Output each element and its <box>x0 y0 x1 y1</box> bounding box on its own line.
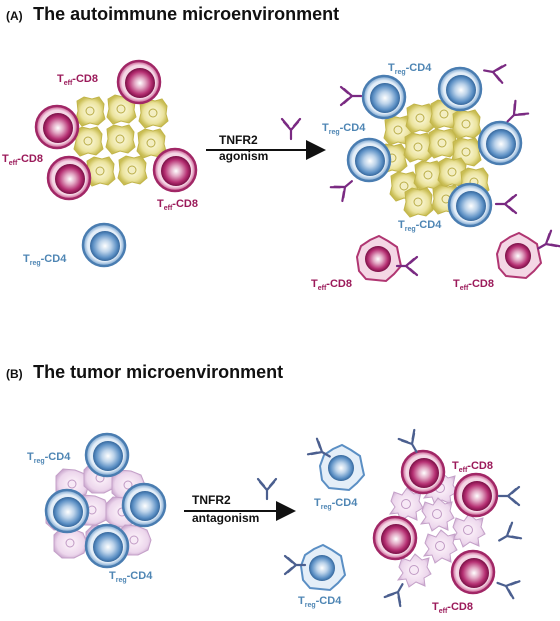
label-treg-b2: Treg-CD4 <box>109 570 153 584</box>
antibody-icon <box>280 117 302 141</box>
antibody-icon <box>493 573 521 600</box>
label-teff-b1: Teff-CD8 <box>452 460 493 474</box>
antibody-icon <box>497 485 521 507</box>
antibody-icon <box>494 193 518 215</box>
arrow-b-line1: TNFR2 <box>192 493 231 507</box>
panel-a-heading: The autoimmune microenvironment <box>33 4 340 24</box>
panel-b-title: (B) The tumor microenvironment <box>6 362 283 383</box>
antibody-icon <box>383 578 412 608</box>
label-teff-b2: Teff-CD8 <box>432 601 473 615</box>
panel-b-heading: The tumor microenvironment <box>33 362 284 382</box>
label-teff-a2: Teff-CD8 <box>2 153 43 167</box>
label-teff-a5: Teff-CD8 <box>453 278 494 292</box>
teff-cell <box>453 472 499 518</box>
label-teff-a4: Teff-CD8 <box>311 278 352 292</box>
treg-cell <box>437 66 483 112</box>
panel-b-tag: (B) <box>6 367 23 381</box>
label-treg-a2: Treg-CD4 <box>388 62 432 76</box>
antibody-icon <box>329 173 359 203</box>
label-treg-b1: Treg-CD4 <box>27 451 71 465</box>
panel-a-right-cluster <box>329 60 560 282</box>
treg-cell <box>121 482 167 528</box>
dying-treg-cell <box>319 444 365 491</box>
teff-cell <box>116 59 162 105</box>
tumor-cell <box>451 513 486 548</box>
arrow-b-line2: antagonism <box>192 511 259 525</box>
treg-cell <box>84 432 130 478</box>
treg-cell <box>361 74 407 120</box>
dying-teff-cell <box>356 235 402 282</box>
treg-cell <box>447 182 493 228</box>
teff-cell <box>46 155 92 201</box>
label-treg-b4: Treg-CD4 <box>298 595 342 609</box>
tissue-cell <box>105 124 136 155</box>
antibody-icon <box>481 60 507 84</box>
antibody-icon <box>256 477 278 501</box>
antibody-icon <box>493 521 523 550</box>
dying-teff-cell <box>496 232 542 279</box>
treg-cell <box>346 137 392 183</box>
panel-b-right-cluster <box>283 428 523 608</box>
arrow-a-line2: agonism <box>219 149 268 163</box>
tissue-cell <box>451 109 482 140</box>
label-treg-a1: Treg-CD4 <box>23 253 67 267</box>
panel-a-tag: (A) <box>6 9 23 23</box>
tissue-cell <box>117 155 148 186</box>
panel-a-title: (A) The autoimmune microenvironment <box>6 4 339 25</box>
tissue-cell <box>403 187 434 218</box>
label-treg-b3: Treg-CD4 <box>314 497 358 511</box>
label-treg-a4: Treg-CD4 <box>398 219 442 233</box>
antibody-icon <box>339 85 363 107</box>
tumor-cell <box>420 497 455 532</box>
teff-cell <box>152 147 198 193</box>
dying-treg-cell <box>300 544 346 591</box>
teff-cell <box>450 549 496 595</box>
panel-a-left-cluster <box>34 59 198 268</box>
label-teff-a1: Teff-CD8 <box>57 73 98 87</box>
treg-cell <box>477 120 523 166</box>
teff-cell <box>372 515 418 561</box>
label-teff-a3: Teff-CD8 <box>157 198 198 212</box>
tissue-cell <box>75 96 106 127</box>
arrow-a-line1: TNFR2 <box>219 133 258 147</box>
label-treg-a3: Treg-CD4 <box>322 122 366 136</box>
teff-cell <box>34 104 80 150</box>
treg-cell <box>84 523 130 569</box>
treg-cell <box>44 488 90 534</box>
teff-cell <box>400 449 446 495</box>
treg-cell <box>81 222 127 268</box>
tumor-cell <box>397 553 432 588</box>
